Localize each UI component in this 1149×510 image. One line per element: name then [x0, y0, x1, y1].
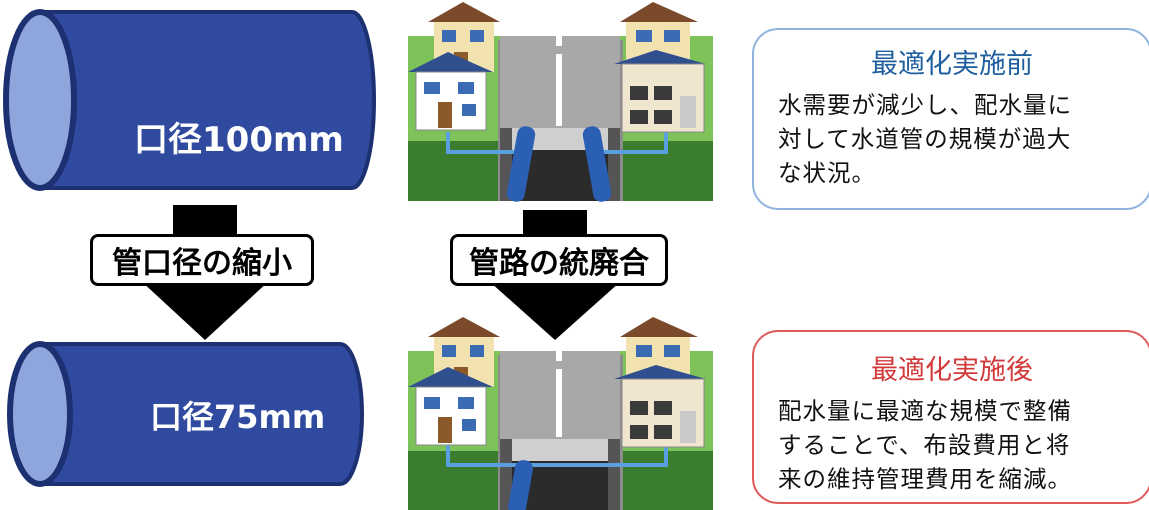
after-note-line: 配水量に最適な規模で整備: [778, 397, 1072, 425]
before-note-body: 水需要が減少し、配水量に 対して水道管の規模が過大 な状況。: [778, 88, 1136, 190]
street-illustration-after: [408, 317, 713, 510]
pipe-before: [3, 9, 376, 191]
after-note-body: 配水量に最適な規模で整備 することで、布設費用と将 来の維持管理費用を縮減。: [778, 394, 1136, 496]
before-note-line: 水需要が減少し、配水量に: [778, 91, 1072, 119]
after-note-line: することで、布設費用と将: [778, 431, 1071, 459]
before-note-title: 最適化実施前: [871, 49, 1033, 80]
after-note: 最適化実施後 配水量に最適な規模で整備 することで、布設費用と将 来の維持管理費…: [752, 330, 1149, 504]
after-note-title: 最適化実施後: [871, 355, 1033, 386]
reduce-step-label: 管口径の縮小: [90, 234, 314, 286]
pipe-before-label: 口径100mm: [134, 120, 344, 160]
after-note-line: 来の維持管理費用を縮減。: [778, 465, 1072, 493]
pipe-after-shape: [7, 341, 364, 487]
street-illustration-before: [408, 2, 713, 202]
pipe-after-label: 口径75mm: [150, 398, 326, 436]
before-note-line: 対して水道管の規模が過大: [778, 125, 1072, 153]
consolidate-step-label: 管路の統廃合: [450, 234, 668, 286]
before-note: 最適化実施前 水需要が減少し、配水量に 対して水道管の規模が過大 な状況。: [752, 28, 1149, 210]
before-note-line: な状況。: [778, 159, 876, 187]
